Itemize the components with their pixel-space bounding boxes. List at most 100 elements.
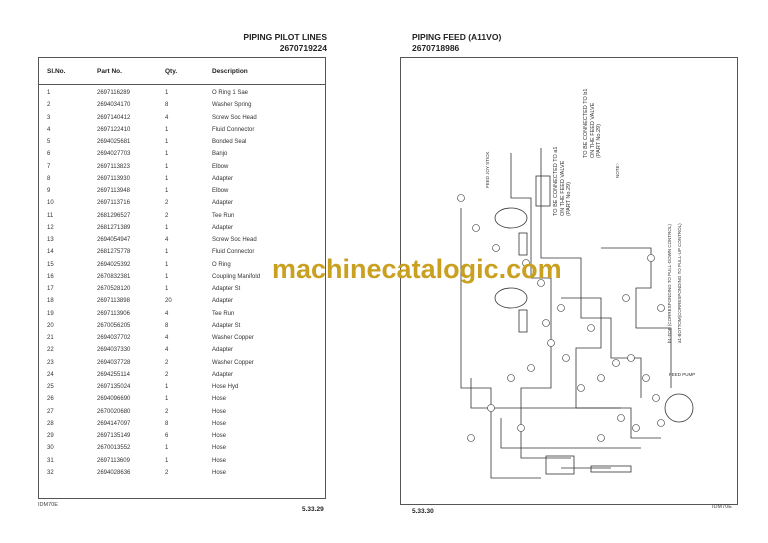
sl-no: 25 [47,384,54,390]
description: Hose [212,433,227,439]
part-no: 2670020680 [97,408,131,415]
sl-no: 10 [47,200,54,207]
description: Screw Soc Head [212,114,257,121]
part-callout-bubble [652,394,660,402]
qty: 1 [165,249,169,256]
description: Adapter [212,224,234,231]
part-no: 2697135024 [97,384,131,390]
sl-no: 11 [47,212,54,219]
sl-no: 1 [47,90,51,96]
part-callout-bubble [457,194,465,202]
qty: 1 [165,445,169,452]
qty: 2 [165,359,169,366]
left-page-title: PIPING PILOT LINES 2670719224 [243,32,327,54]
part-no: 2694034170 [97,102,131,109]
part-callout-bubble [562,354,570,362]
table-header: Sl.No. Part No. Qty. Description [39,58,325,85]
part-no: 2694096690 [97,396,131,403]
qty: 2 [165,200,169,207]
description: Elbow [212,188,229,194]
description: Screw Soc Head [212,237,257,243]
qty: 1 [165,175,169,182]
part-no: 2694037728 [97,359,131,366]
part-no: 2681296527 [97,212,131,219]
part-callout-bubble [492,244,500,252]
part-callout-bubble [597,374,605,382]
qty: 4 [165,310,169,317]
description: Fluid Connector [212,126,255,133]
sl-no: 30 [47,445,54,452]
description: O Ring [212,261,231,268]
part-callout-bubble [547,339,555,347]
part-no: 2697113906 [97,310,130,317]
sl-no: 27 [47,408,54,415]
sl-no: 8 [47,175,51,182]
sl-no: 15 [47,261,54,268]
sl-no: 5 [47,139,51,145]
part-no: 2694028636 [97,469,131,476]
sl-no: 28 [47,420,54,427]
sl-no: 12 [47,224,54,231]
part-no: 2670528120 [97,286,131,292]
part-callout-bubble [472,224,480,232]
qty: 1 [165,261,169,268]
description: Adapter St [212,286,241,292]
right-page-title: PIPING FEED (A11VO) 2670718986 [412,32,501,54]
qty: 1 [165,384,169,390]
part-no: 2694025392 [97,261,131,268]
description: Adapter St [212,322,241,329]
part-no: 2697113930 [97,175,130,182]
part-callout-bubble [657,419,665,427]
description: Washer Spring [212,102,252,109]
assembly-number: 2670719224 [279,43,327,53]
table-row: 15 2694025392 1 O Ring [39,262,325,274]
description: Banjo [212,151,228,158]
description: Hose [212,445,227,452]
part-no: 2697116289 [97,90,130,96]
part-no: 2694037330 [97,347,131,354]
part-no: 2697113948 [97,188,130,194]
part-no: 2694027703 [97,151,131,158]
sl-no: 14 [47,249,54,256]
a1-connection-note: TO BE CONNECTED TO a1 ON THE FEED VALVE … [553,146,572,216]
part-callout-bubble [587,324,595,332]
section-title: PIPING PILOT LINES [243,32,327,42]
watermark: machinecatalogic.com [272,254,562,284]
qty: 20 [165,298,172,305]
part-no: 2681271389 [97,224,131,231]
joystick-label: FEED JOY STICK [485,152,490,188]
qty: 1 [165,188,169,194]
description: Adapter [212,298,234,305]
description: Adapter [212,175,234,182]
part-callout-bubble [517,424,525,432]
description: Hose [212,408,227,415]
part-no: 2670832381 [97,273,131,280]
description: Coupling Manifold [212,273,261,280]
sl-no: 2 [47,102,51,109]
part-no: 2697135149 [97,433,131,439]
description: Tee Run [212,310,235,317]
part-callout-bubble [527,364,535,372]
part-callout-bubble [612,359,620,367]
part-no: 2697113609 [97,457,130,464]
sl-no: 18 [47,298,54,305]
description: Adapter [212,200,234,207]
